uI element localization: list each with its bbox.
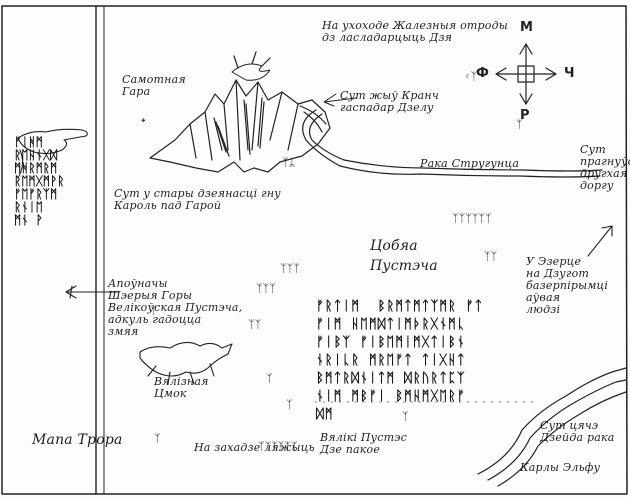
- label-grey-mountains: У Эзерце на Дзугот базерпірымці аўвая лю…: [526, 255, 609, 316]
- side-rune-line: ᚠᛖᚠᚱᛉᛗ: [14, 187, 58, 201]
- tree-icon: ᚲᛉ: [464, 70, 478, 83]
- label-south-east: Карлы Эльфу: [520, 461, 601, 474]
- label-dragon: Вялізная Цмок: [154, 375, 209, 400]
- tree-icon: ᛉᛉ: [484, 250, 498, 263]
- side-rune-line: ᛗᚻᚱᛗᚱᛗ: [14, 161, 58, 175]
- main-rune-line: ᛒᛗᛏᚱᛞᚾᛁᛏᛗ ᛞᚱᚢᚱᛏᛈᛉ: [316, 371, 466, 386]
- tree-icon: ᛉ: [266, 372, 273, 385]
- side-rune-line: ᚠᛁᚻᛗ: [14, 135, 43, 149]
- side-rune-line: ᚱᚾᛁᛖ: [14, 200, 43, 214]
- label-bottom-mid: Вялікі Пустэс Дзе пакое: [320, 431, 407, 456]
- label-top-note: На ухоходе Жалезныя отроды дз ласладарцы…: [322, 19, 508, 44]
- west-arrow: [65, 285, 119, 299]
- label-east-river: Сут цячэ Дзейда рака: [540, 419, 615, 444]
- main-rune-line: ᛞᛗ: [316, 407, 334, 422]
- main-rune-line: ᚾᛁᛗ ᛗᛒᚠᛁ ᛒᛗᚺᛗᚷᛖᚱᚠ: [316, 389, 466, 404]
- compass-east: Ч: [564, 66, 575, 81]
- tree-icon: ᛉᛉᛉ: [280, 262, 300, 275]
- compass-rose: [495, 43, 557, 105]
- label-west-note: Апоўначы Шэерыя Горы Велікоўская Пустэча…: [108, 277, 243, 338]
- label-dale: Сут жыў Кранч гаспадар Дзелу: [340, 89, 439, 114]
- compass-south: Р: [520, 108, 530, 123]
- main-rune-line: ᚾᚱᛁᚳᚱ ᛗᚱᛖᚠᛏ ᛏᛁᚷᚺᛏ: [316, 353, 466, 368]
- tree-icon: ᛉ: [150, 304, 157, 317]
- side-rune-line: ᚱᛖᚺᚾᚷᛞ: [14, 148, 58, 162]
- tree-icon: ᛉᛉ: [248, 318, 262, 331]
- main-rune-block: ᚠᚱᛏᛁᛗ ᛒᚱᛗᛏᛗᛏᛉᛗᚱ ᚠᛏ ᚠᛁᛗ ᚺᛖᛗᛞᛏᛁᛗᚦᚱᚷᚾᛗᚳ ᚠᛁᛒᛉ …: [316, 298, 483, 424]
- map-border: [1, 5, 628, 495]
- tree-icon: ᛉ: [402, 410, 409, 423]
- tree-icon: ᛉ: [154, 432, 161, 445]
- tree-icon: ᛭: [140, 114, 147, 127]
- river-arrow: [323, 93, 357, 107]
- label-lonely-mountain: Самотная Гара: [122, 73, 186, 98]
- main-rune-line: ᚠᛁᛗ ᚺᛖᛗᛞᛏᛁᛗᚦᚱᚷᚾᛗᚳ: [316, 317, 466, 332]
- main-rune-line: ᚠᛁᛒᛉ ᚠᛁᛒᛖᛗᛁᛗᚷᛏᛁᛒᚾ: [316, 335, 466, 350]
- south-east-river: [477, 367, 627, 487]
- side-rune-line: ᚱᛖᛗᚷᛗᚹᚱ: [14, 174, 65, 188]
- river: [302, 109, 603, 178]
- compass-north: М: [520, 20, 533, 35]
- label-map-title: Мапа Трора: [32, 432, 123, 448]
- tree-icon: ᛉ: [286, 398, 293, 411]
- dragon: [139, 341, 233, 385]
- compass-west: Ф: [476, 66, 489, 81]
- side-rune-line: ᛗᚾ ᚹ: [14, 213, 43, 227]
- label-bottom-west: На захадзе ляжыць: [194, 441, 315, 454]
- mountain-range: [149, 51, 331, 173]
- pointing-hand: [17, 128, 88, 179]
- main-rune-line: ᚠᚱᛏᛁᛗ ᛒᚱᛗᛏᛗᛏᛉᛗᚱ ᚠᛏ: [316, 299, 484, 314]
- label-king-under-mountain: Сут у стары дзеянасці гну Кароль пад Гар…: [114, 187, 281, 212]
- label-river: Рака Стругунца: [420, 157, 520, 170]
- label-desolation: Пустэча: [370, 258, 438, 274]
- tree-icon: ᛉ: [516, 118, 523, 131]
- east-arrow: [587, 225, 613, 257]
- label-east-way: Сут прагнуўд другхая доргу: [580, 143, 630, 192]
- label-desolation-first: Цобяа: [370, 238, 418, 254]
- tree-icon: ᛉᛦ: [282, 156, 296, 169]
- tree-icon: ᛉᛉᛉᛉᛉᛉ: [452, 212, 492, 225]
- tree-icon: ᛉᛉᛉᛉᛉᛉ: [258, 440, 298, 453]
- tree-icon: ᛉᛉᛉ: [256, 282, 276, 295]
